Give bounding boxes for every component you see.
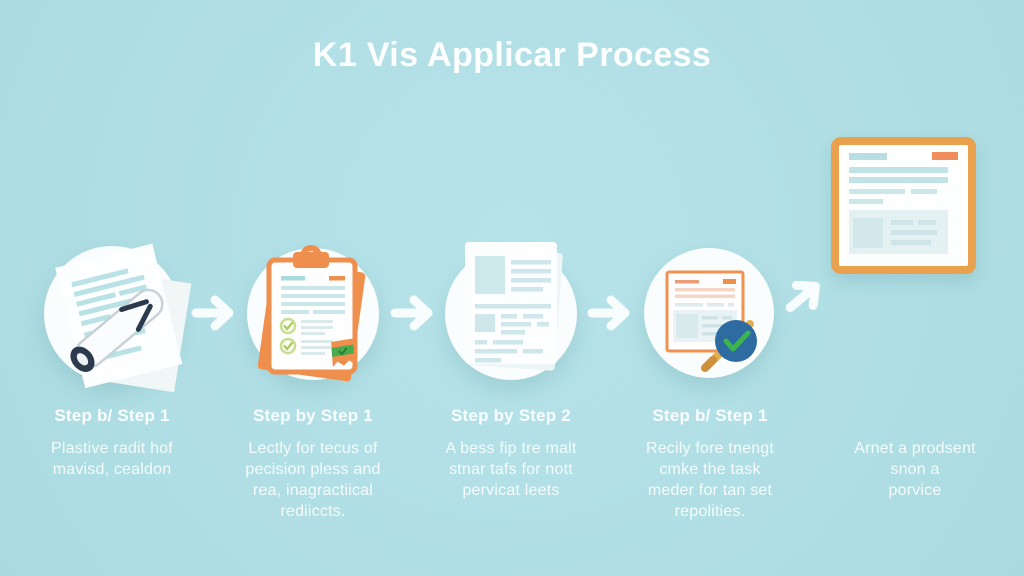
step-5-description: Arnet a prodsent snon a porvice (854, 440, 976, 499)
step-2-heading: Step by Step 1 (253, 406, 373, 425)
final-approved-document-icon (831, 137, 976, 274)
photo-placeholder (475, 256, 505, 294)
step-4-description: Recily fore tnengt cmke the task meder f… (645, 440, 775, 520)
step-4-heading: Step b/ Step 1 (652, 406, 768, 425)
checkmark-circle-icon (279, 317, 297, 335)
step-1-description: Plastive radit hof mavisd, cealdon (51, 440, 173, 478)
step-2-description: Lectly for tecus of pecision pless and r… (245, 440, 381, 520)
arrow-right-icon (191, 295, 234, 331)
ribbon-badge-icon (331, 338, 355, 367)
documents-scroll-icon (55, 243, 192, 393)
application-form-icon (465, 242, 563, 371)
arrow-up-right-icon (785, 280, 820, 313)
step-3-icon-circle (445, 242, 577, 380)
scroll-icon (70, 288, 164, 372)
step-1-icon-circle (44, 243, 192, 393)
photo-placeholder (676, 314, 698, 338)
clipboard-checklist-icon (257, 245, 366, 382)
photo-placeholder (853, 218, 883, 248)
checkmark-circle-icon (279, 337, 297, 355)
arrow-right-icon (587, 295, 630, 331)
magnifier-approved-icon (701, 320, 757, 372)
step-4-icon-circle (644, 248, 774, 378)
document-review-check-icon (665, 270, 757, 372)
step-3-heading: Step by Step 2 (451, 406, 571, 425)
step-3-description: A bess fip tre malt stnar tafs for nott … (445, 440, 577, 499)
arrow-right-icon (390, 295, 433, 331)
step-2-icon-circle (247, 245, 379, 382)
step-1-heading: Step b/ Step 1 (54, 406, 170, 425)
page-title: K1 Vis Applicar Process (312, 36, 712, 74)
